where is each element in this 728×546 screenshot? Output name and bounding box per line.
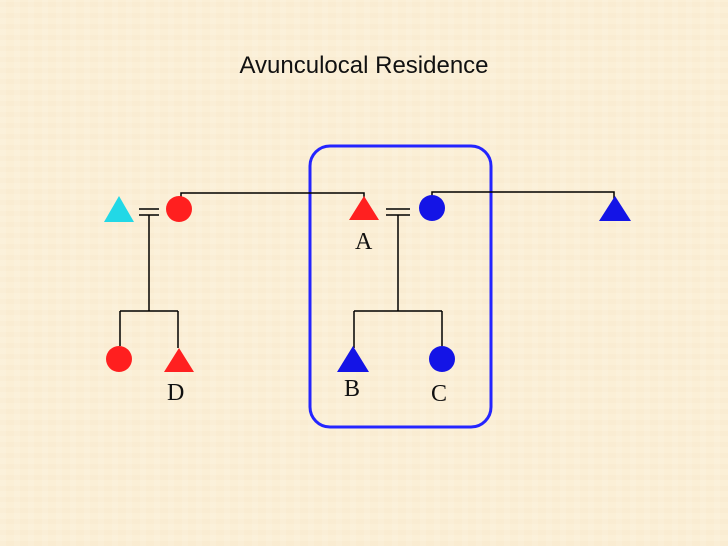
male-triangle-red-a [349,196,379,220]
male-triangle-cyan [104,196,134,222]
label-b: B [344,376,360,402]
female-circle-red-child [106,346,132,372]
sibling-line-right [431,191,615,208]
sibling-line-left [180,192,365,208]
female-circle-blue-c [429,346,455,372]
slide-title: Avunculocal Residence [239,52,489,79]
label-d: D [167,380,184,406]
label-c: C [431,381,447,407]
male-triangle-blue-b [337,346,369,372]
male-triangle-red-d [164,348,194,372]
male-triangle-blue-right [599,196,631,221]
female-circle-blue [419,195,445,221]
female-circle-red-left [166,196,192,222]
residence-box [308,144,493,429]
label-a: A [355,229,373,255]
